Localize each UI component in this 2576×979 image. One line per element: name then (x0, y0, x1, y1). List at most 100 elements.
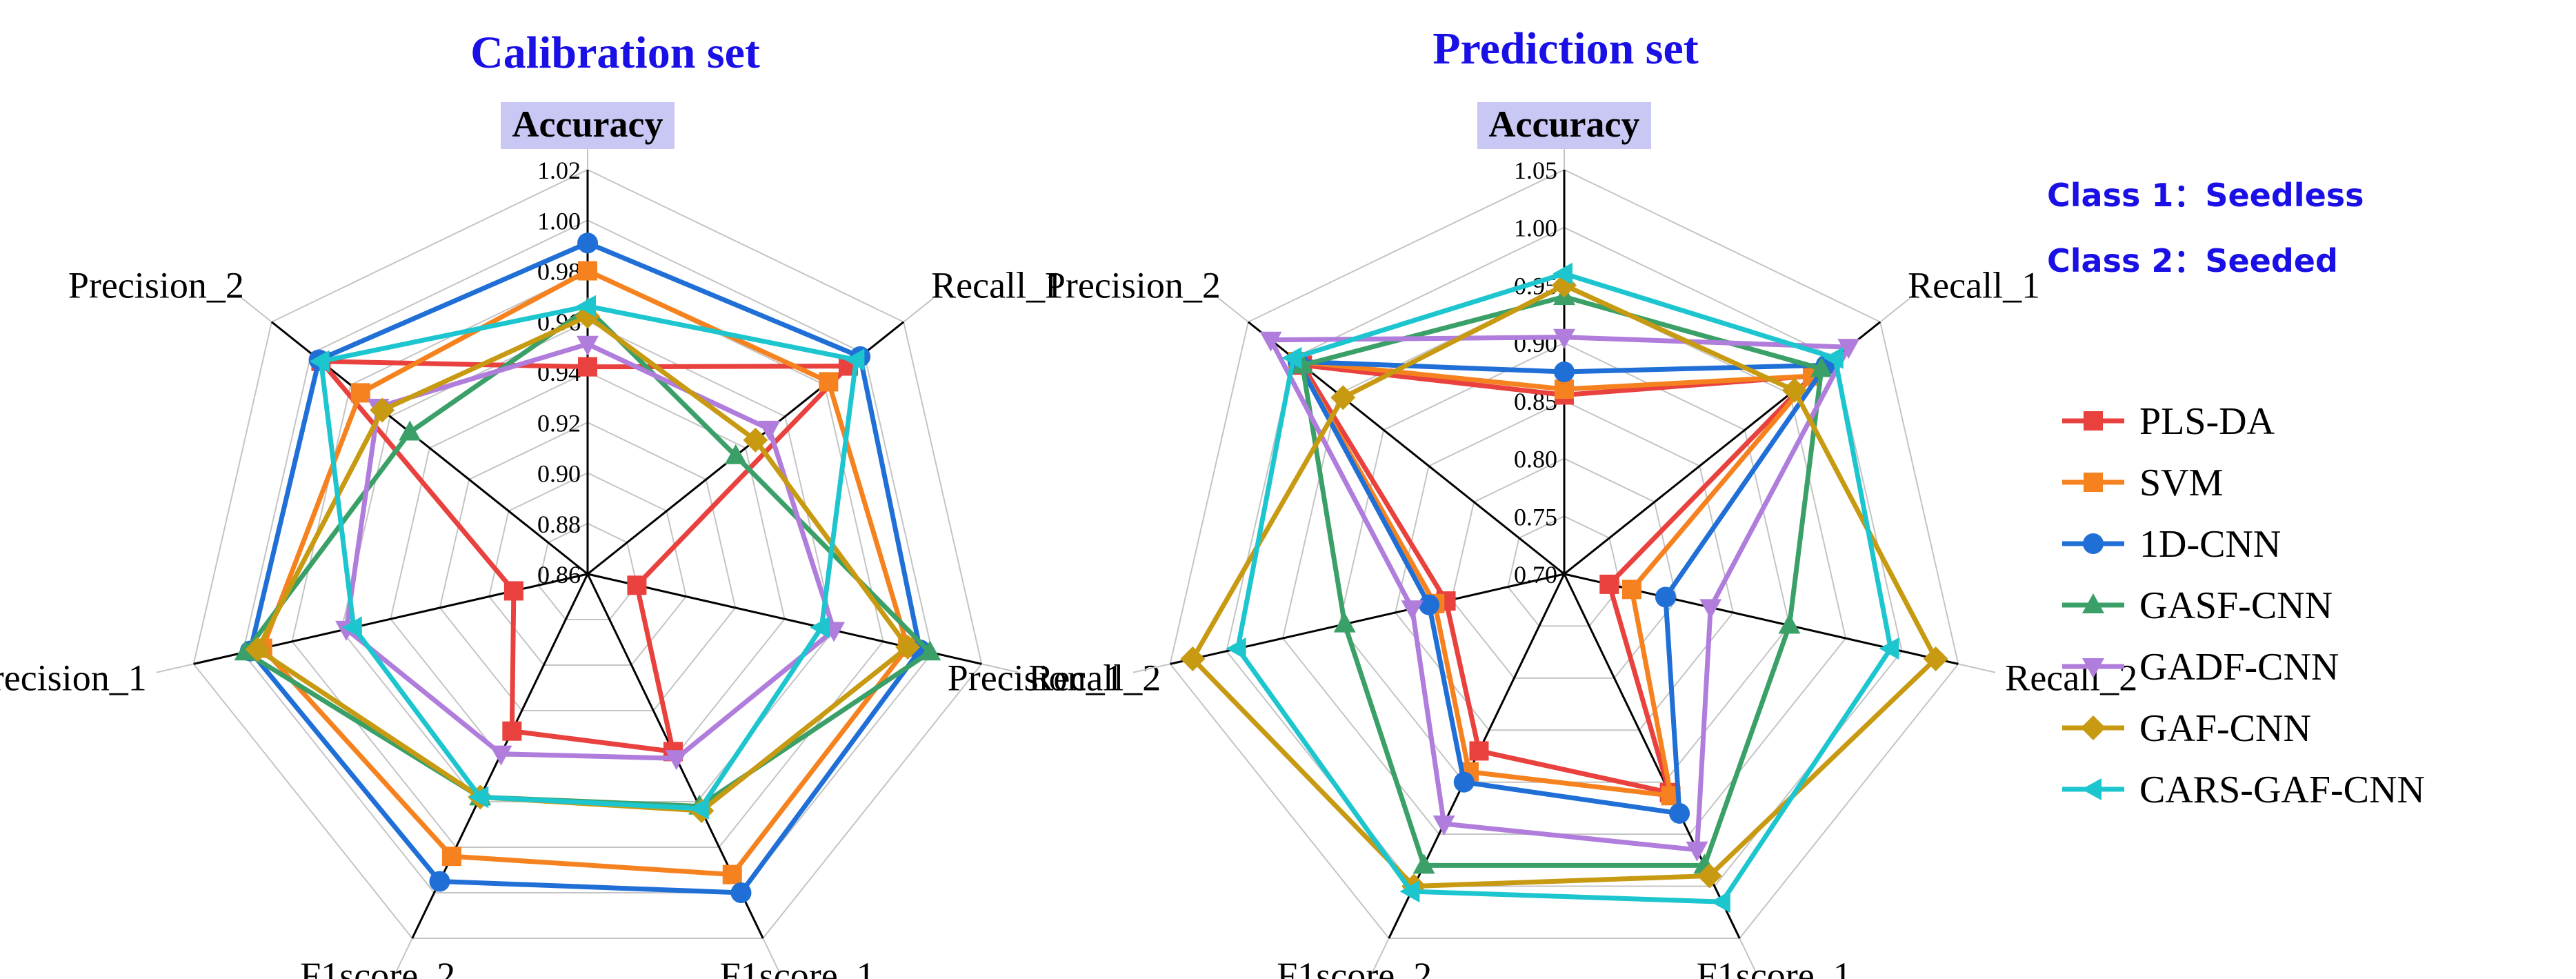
axis-label-accuracy: Accuracy (1489, 103, 1640, 145)
point-gaf-cnn-precision-1 (245, 637, 270, 662)
legend-label: GASF-CNN (2139, 584, 2333, 627)
point-gasf-cnn-precision-1 (1333, 612, 1356, 633)
grid-ring (291, 270, 884, 848)
legend-marker (2084, 473, 2103, 492)
axis-label-recall-1: Recall_1 (931, 265, 1064, 306)
grid-ring (488, 472, 687, 666)
point-gadf-cnn-accuracy (577, 335, 599, 356)
point-gaf-cnn-precision-1 (1180, 646, 1206, 671)
point-cars-gaf-cnn-accuracy (576, 295, 596, 317)
point-1d-cnn-recall-2 (1655, 586, 1676, 608)
axis-label-f1score-2: F1score_2 (300, 955, 455, 979)
series-line-gaf-cnn (1189, 282, 1939, 889)
point-svm-f1score-2 (441, 847, 461, 867)
tick-label: 0.94 (537, 359, 581, 386)
point-gaf-cnn-recall-2 (895, 634, 921, 660)
axis-label-precision-1: Precision_1 (948, 657, 1124, 698)
legend-marker (2083, 533, 2104, 554)
tick-label: 0.90 (1514, 330, 1557, 357)
axis-label-f1score-2: F1score_2 (1277, 955, 1432, 979)
legend-label: GAF-CNN (2139, 707, 2311, 750)
series-svm (252, 261, 918, 884)
legend-item-gadf-cnn: GADF-CNN (2062, 646, 2339, 689)
legend-marker (2081, 715, 2106, 740)
point-gaf-cnn-recall-1 (743, 427, 768, 453)
chart-title: Calibration set (470, 28, 760, 78)
tick-label: 0.92 (537, 409, 581, 437)
point-cars-gaf-cnn-recall-2 (810, 616, 830, 639)
series-line-cars-gaf-cnn (1235, 271, 1894, 904)
legend-item-1d-cnn: 1D-CNN (2062, 523, 2281, 566)
axis-label-accuracy: Accuracy (512, 103, 663, 145)
point-pls-da-f1score-2 (502, 721, 522, 741)
axis-label-precision-2: Precision_2 (1045, 265, 1221, 306)
point-1d-cnn-f1score-2 (429, 871, 450, 892)
class-notes: Class 1：Seedless Class 2：Seeded (2047, 177, 2364, 279)
grid-ring (439, 422, 737, 711)
legend-label: GADF-CNN (2139, 646, 2339, 689)
legend-marker (2082, 593, 2104, 613)
legend-marker (2082, 658, 2104, 678)
point-cars-gaf-cnn-precision-1 (1226, 637, 1246, 660)
point-gasf-cnn-precision-2 (1291, 353, 1314, 374)
grid-ring (1395, 399, 1734, 731)
point-cars-gaf-cnn-recall-1 (844, 348, 865, 371)
point-gasf-cnn-precision-2 (399, 420, 421, 441)
legend: PLS-DASVM1D-CNNGASF-CNNGADF-CNNGAF-CNNCA… (2062, 400, 2425, 811)
grid-ring (1169, 168, 1959, 939)
point-gasf-cnn-recall-1 (724, 444, 747, 464)
point-svm-accuracy (1555, 379, 1574, 399)
radar-panel-1: Calibration set0.860.880.900.920.940.960… (0, 28, 1161, 979)
point-gadf-cnn-precision-1 (1401, 600, 1424, 621)
tick-label: 0.70 (1514, 561, 1557, 589)
series-line-gadf-cnn (343, 341, 837, 761)
point-svm-recall-1 (819, 372, 839, 392)
class-note-1: Class 1：Seedless (2047, 177, 2364, 214)
point-1d-cnn-precision-1 (1419, 594, 1440, 615)
point-gadf-cnn-f1score-1 (665, 750, 688, 771)
point-cars-gaf-cnn-f1score-2 (468, 786, 489, 809)
point-cars-gaf-cnn-recall-2 (1879, 637, 1899, 660)
series-line-1d-cnn (248, 240, 923, 896)
point-1d-cnn-accuracy (577, 233, 598, 254)
point-gasf-cnn-recall-2 (919, 640, 941, 661)
series-cars-gaf-cnn (309, 295, 865, 820)
point-gasf-cnn-precision-1 (234, 640, 257, 661)
point-gasf-cnn-recall-1 (1810, 357, 1833, 377)
point-1d-cnn-f1score-2 (1453, 771, 1475, 793)
legend-item-gaf-cnn: GAF-CNN (2062, 707, 2311, 750)
point-cars-gaf-cnn-f1score-1 (688, 797, 709, 820)
legend-label: PLS-DA (2139, 400, 2275, 443)
legend-marker (2084, 411, 2103, 431)
tick-label: 0.80 (1514, 446, 1557, 473)
axis-spoke (1170, 573, 1565, 665)
tick-label: 0.90 (537, 460, 581, 488)
legend-item-cars-gaf-cnn: CARS-GAF-CNN (2062, 769, 2425, 811)
point-gadf-cnn-recall-1 (758, 420, 781, 441)
point-gadf-cnn-f1score-1 (1686, 841, 1708, 862)
point-gasf-cnn-f1score-2 (1412, 853, 1435, 874)
point-gadf-cnn-precision-2 (1259, 331, 1282, 352)
grid-ring (537, 522, 638, 620)
legend-label: 1D-CNN (2139, 523, 2281, 566)
point-1d-cnn-f1score-1 (730, 882, 752, 903)
point-pls-da-f1score-2 (1469, 741, 1489, 761)
tick-label: 0.75 (1514, 503, 1557, 531)
legend-label: CARS-GAF-CNN (2139, 769, 2425, 811)
point-1d-cnn-f1score-1 (1669, 802, 1690, 824)
series-line-gadf-cnn (1266, 335, 1853, 853)
point-cars-gaf-cnn-precision-2 (1281, 346, 1302, 369)
point-cars-gaf-cnn-precision-2 (309, 350, 330, 373)
tick-label: 0.88 (537, 511, 581, 538)
grid-ring (242, 219, 933, 893)
series-pls-da (1292, 355, 1822, 802)
point-gadf-cnn-f1score-2 (1432, 815, 1455, 836)
axis-label-precision-1: Precision_1 (0, 657, 147, 698)
radar-panel-2: Prediction set0.700.750.800.850.900.951.… (948, 23, 2138, 979)
point-pls-da-accuracy (578, 357, 597, 377)
point-pls-da-precision-1 (503, 581, 523, 601)
point-gadf-cnn-recall-2 (1699, 599, 1722, 620)
point-pls-da-recall-2 (627, 575, 647, 595)
axis-label-f1score-1: F1score_1 (1697, 955, 1852, 979)
